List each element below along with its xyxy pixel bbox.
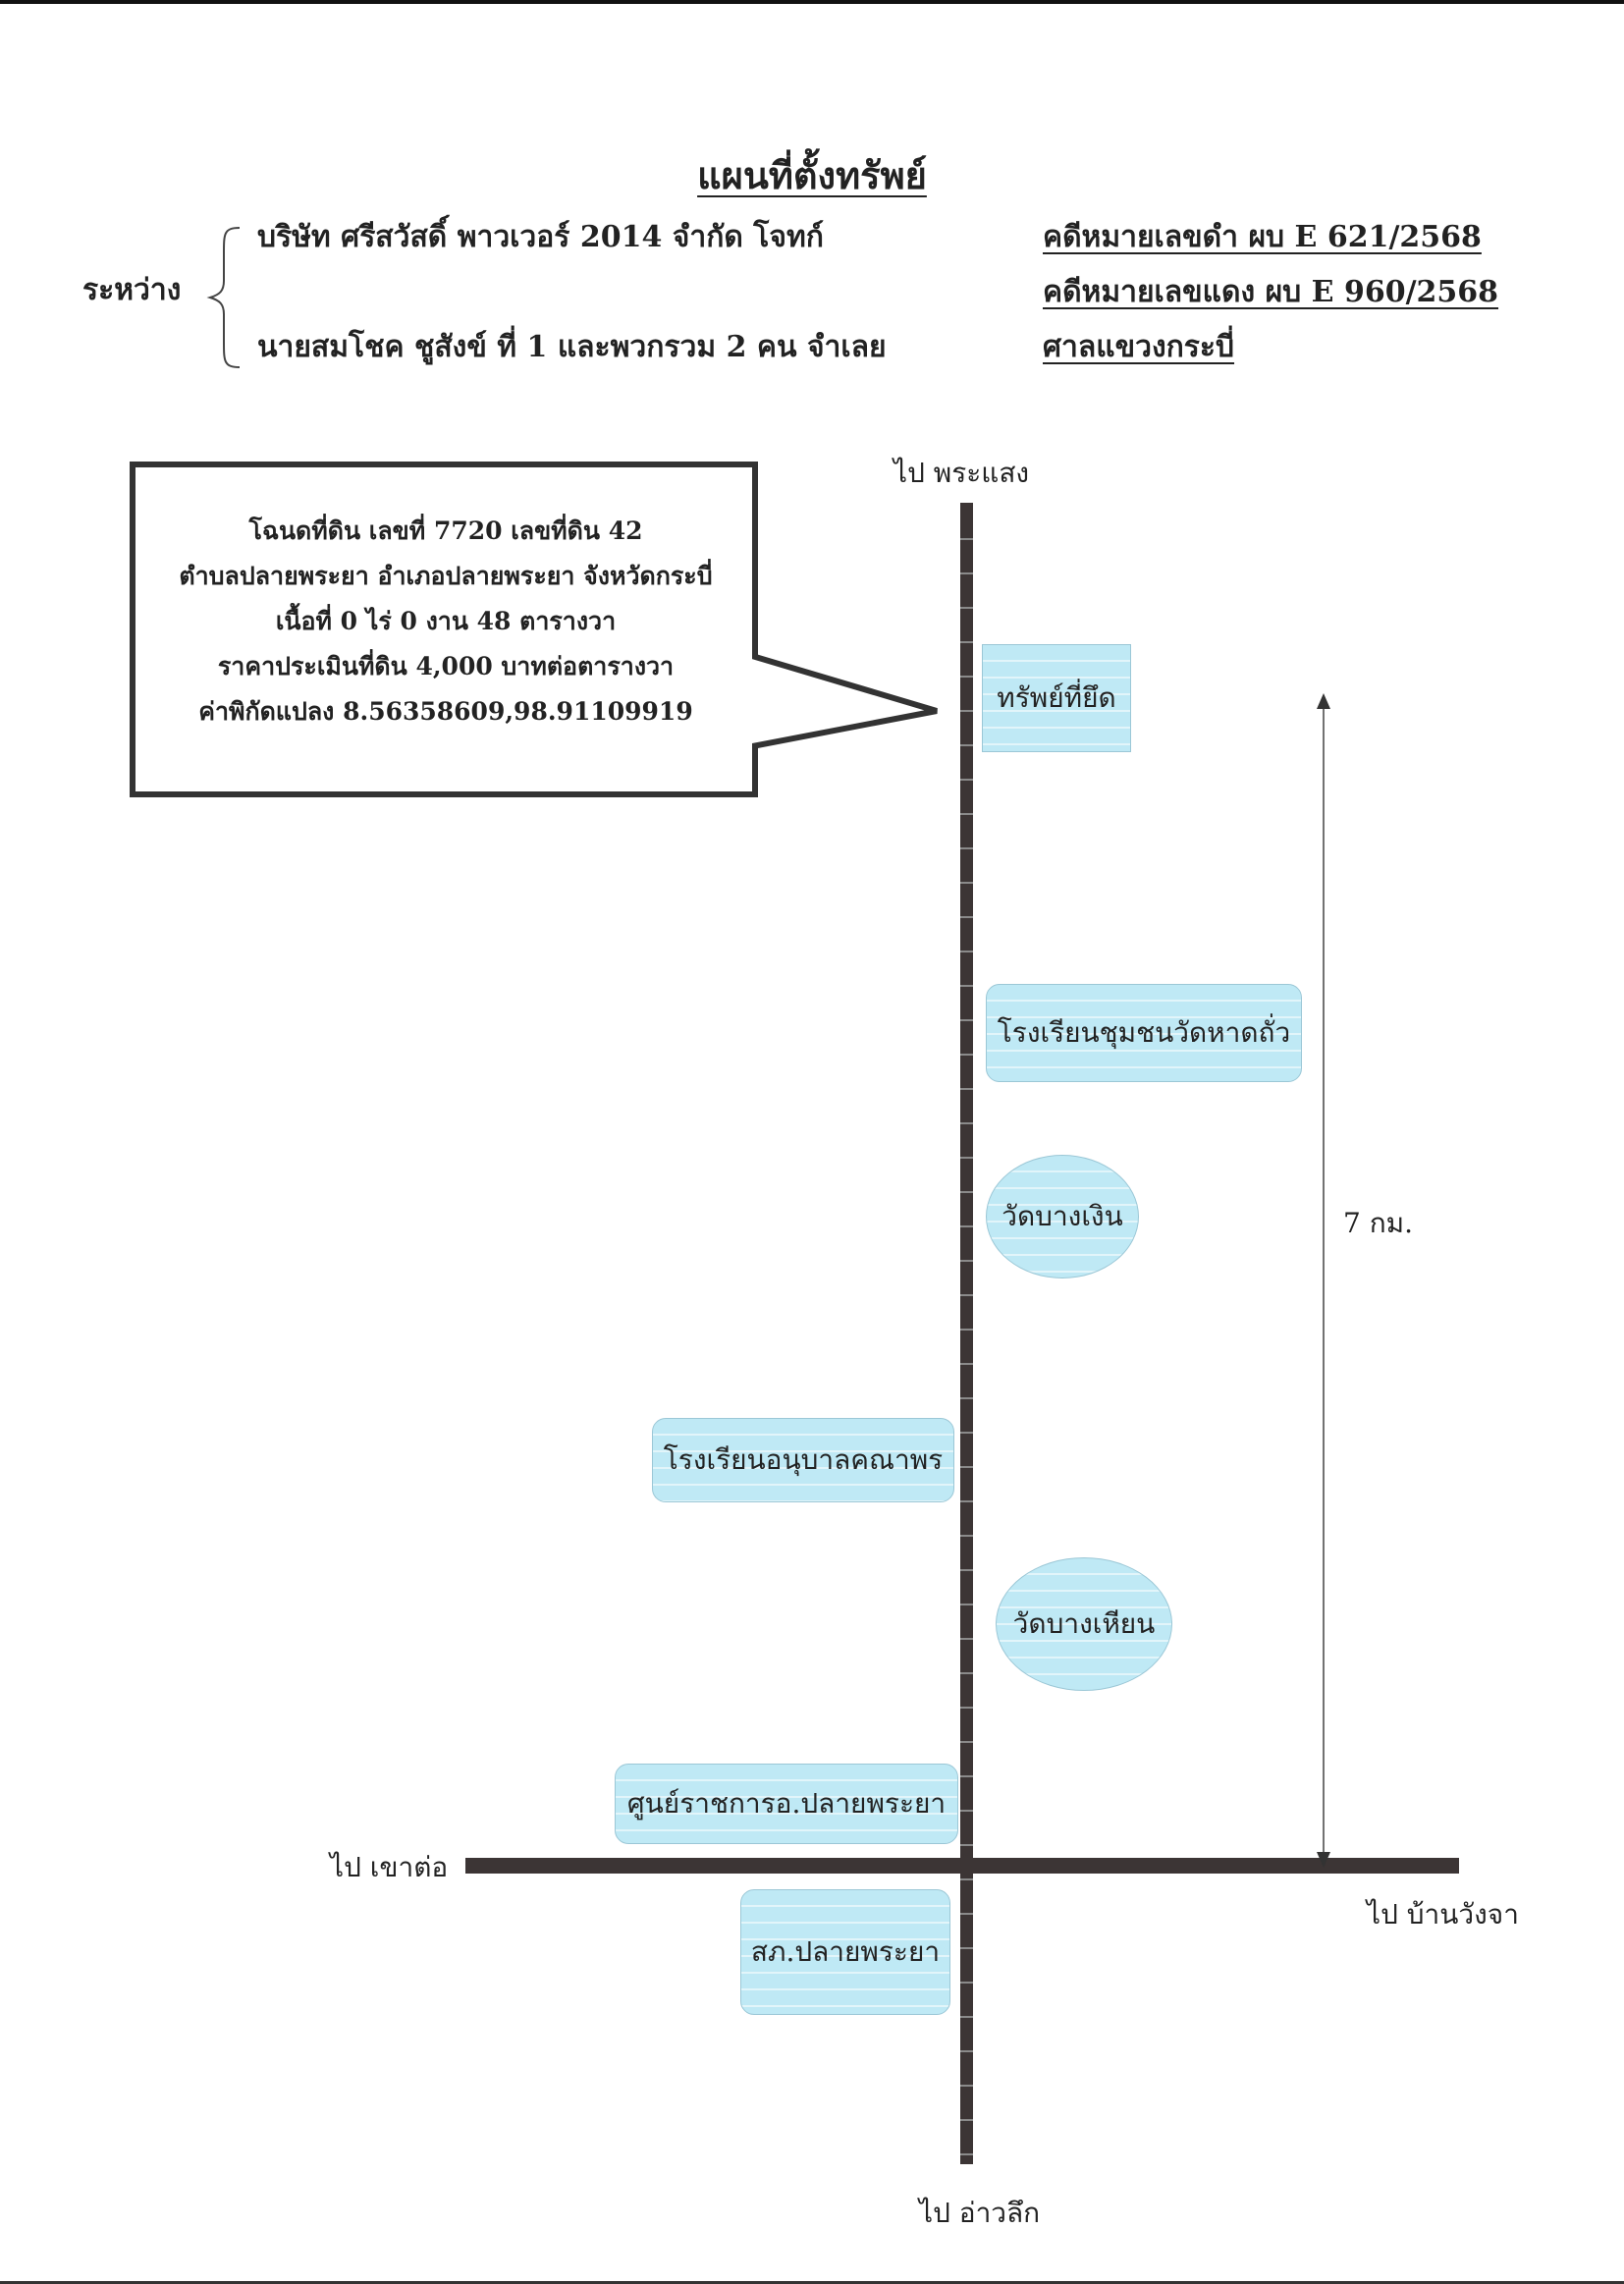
road-tick (960, 2085, 973, 2087)
road-tick (960, 744, 973, 746)
road-tick (960, 710, 973, 712)
brace-icon (206, 227, 241, 368)
road-tick (960, 1122, 973, 1124)
seized-property-marker: ทรัพย์ที่ยึด (982, 644, 1131, 752)
direction-north: ไป พระแสง (893, 457, 1030, 489)
road-tick (960, 1947, 973, 1949)
road-tick (960, 1191, 973, 1193)
top-border (0, 0, 1624, 4)
road-tick (960, 1535, 973, 1537)
road-tick (960, 1604, 973, 1605)
road-tick (960, 1294, 973, 1296)
road-tick (960, 813, 973, 815)
road-tick (960, 1707, 973, 1709)
road-tick (960, 1775, 973, 1777)
road-tick (960, 2050, 973, 2052)
direction-east: ไป บ้านวังจา (1367, 1898, 1519, 1931)
road-tick (960, 538, 973, 540)
court-name: ศาลแขวงกระบี่ (1043, 330, 1235, 364)
distance-arrow-icon (1317, 693, 1330, 1868)
road-tick (960, 1225, 973, 1227)
road-tick (960, 1157, 973, 1159)
road-tick (960, 847, 973, 849)
location-line: ตำบลปลายพระยา อำเภอปลายพระยา จังหวัดกระบ… (179, 562, 713, 590)
road-tick (960, 779, 973, 781)
road-tick (960, 676, 973, 678)
road-tick (960, 1466, 973, 1468)
place-wat-bang-ngoen: วัดบางเงิน (986, 1155, 1139, 1278)
road-tick (960, 1329, 973, 1331)
plaintiff-line: บริษัท ศรีสวัสดิ์ พาวเวอร์ 2014 จำกัด โจ… (257, 220, 824, 254)
road-tick (960, 1638, 973, 1640)
cross-road-horizontal (465, 1858, 1459, 1874)
red-case-number: คดีหมายเลขแดง ผบ E 960/2568 (1043, 275, 1499, 309)
road-tick (960, 1500, 973, 1502)
black-case-number: คดีหมายเลขดำ ผบ E 621/2568 (1043, 220, 1482, 254)
road-tick (960, 1569, 973, 1571)
road-tick (960, 1982, 973, 1984)
road-tick (960, 916, 973, 918)
road-tick (960, 985, 973, 987)
road-tick (960, 1019, 973, 1021)
road-tick (960, 1810, 973, 1812)
place-police-station: สภ.ปลายพระยา (740, 1889, 950, 2015)
between-label: ระหว่าง (82, 273, 182, 307)
place-kindergarten: โรงเรียนอนุบาลคณาพร (652, 1418, 954, 1502)
road-tick (960, 641, 973, 643)
road-tick (960, 1363, 973, 1365)
coordinate-line: ค่าพิกัดแปลง 8.56358609,98.91109919 (198, 697, 693, 726)
page-title: แผนที่ตั้งทรัพย์ (697, 153, 927, 197)
road-tick (960, 1088, 973, 1090)
road-tick (960, 2153, 973, 2155)
callout-pointer (752, 653, 938, 749)
defendant-line: นายสมโชค ชูสังข์ ที่ 1 และพวกรวม 2 คน จำ… (257, 330, 887, 364)
road-tick (960, 1844, 973, 1846)
road-tick (960, 882, 973, 884)
main-road-vertical (960, 503, 973, 2164)
road-tick (960, 2119, 973, 2121)
road-tick (960, 1054, 973, 1056)
road-tick (960, 1913, 973, 1915)
road-tick (960, 1672, 973, 1674)
road-tick (960, 1397, 973, 1399)
road-tick (960, 1741, 973, 1743)
direction-south: ไป อ่าวลึก (919, 2197, 1041, 2229)
road-tick (960, 951, 973, 952)
road-tick (960, 2016, 973, 2018)
land-info-callout (130, 462, 758, 797)
road-tick (960, 1260, 973, 1262)
place-school-wat-hat-thua: โรงเรียนชุมชนวัดหาดถั่ว (986, 984, 1302, 1082)
distance-label: 7 กม. (1343, 1207, 1414, 1239)
road-tick (960, 1878, 973, 1880)
road-tick (960, 607, 973, 609)
bottom-border (0, 2281, 1624, 2284)
area-line: เนื้อที่ 0 ไร่ 0 งาน 48 ตารางวา (275, 607, 617, 635)
land-info-text: โฉนดที่ดิน เลขที่ 7720 เลขที่ดิน 42 ตำบล… (134, 509, 758, 734)
price-line: ราคาประเมินที่ดิน 4,000 บาทต่อตารางวา (217, 652, 675, 680)
road-tick (960, 572, 973, 574)
direction-west: ไป เขาต่อ (330, 1851, 449, 1883)
place-govt-center: ศูนย์ราชการอ.ปลายพระยา (615, 1764, 958, 1844)
road-tick (960, 1432, 973, 1434)
place-wat-bang-hian: วัดบางเหียน (996, 1557, 1172, 1691)
deed-line: โฉนดที่ดิน เลขที่ 7720 เลขที่ดิน 42 (248, 517, 643, 545)
